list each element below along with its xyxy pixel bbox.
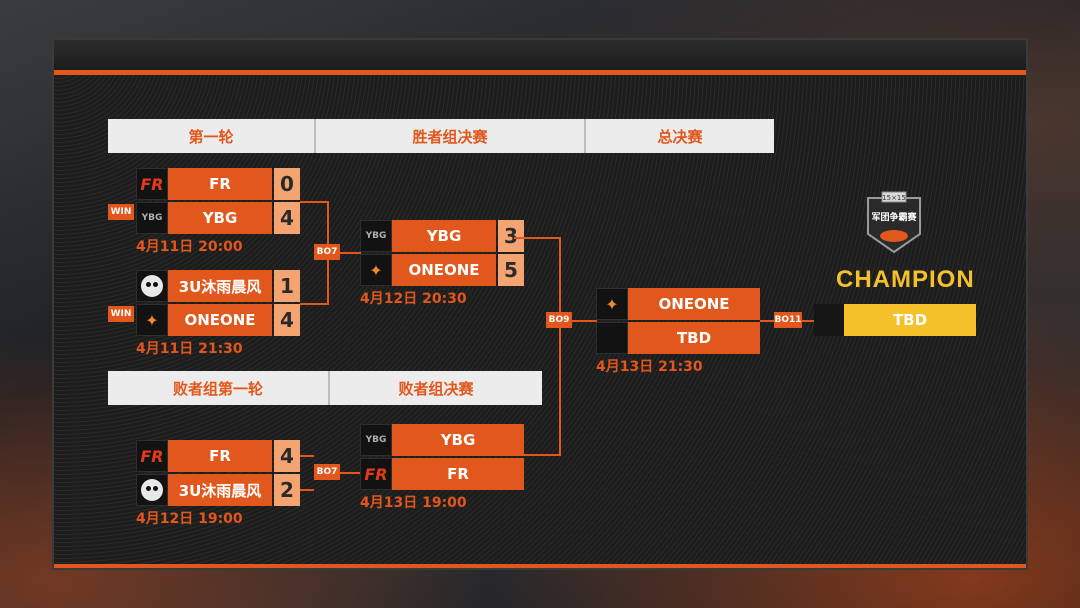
wf-team-a-row[interactable]: YBG YBG 3 [360,220,524,252]
header-grand-final: 总决赛 [586,119,774,153]
team-name: 3U沐雨晨风 [168,474,272,506]
ybg-logo: YBG [360,424,392,456]
match-time: 4月13日 19:00 [360,495,467,511]
badge-top-text: 15×15 [882,194,906,202]
team-name: FR [392,458,524,490]
team-name: ONEONE [392,254,496,286]
lr1-team-b-row[interactable]: 3U沐雨晨风 2 [136,474,300,506]
ybg-logo: YBG [360,220,392,252]
r1m1-team-b-row[interactable]: YBG YBG 4 [136,202,300,234]
bo7-badge: BO7 [314,244,340,260]
empty-logo [596,322,628,354]
match-time: 4月12日 19:00 [136,511,243,527]
fr-logo: FR [360,458,392,490]
team-name: ONEONE [168,304,272,336]
fr-logo: FR [136,168,168,200]
team-name: ONEONE [628,288,760,320]
r1m2-team-a-row[interactable]: 3U沐雨晨风 1 [136,270,300,302]
team-score: 0 [274,168,300,200]
header-losers-final: 败者组决赛 [330,371,542,405]
match-time: 4月11日 21:30 [136,341,243,357]
flame-logo: ✦ [136,304,168,336]
r1m2-team-b-row[interactable]: ✦ ONEONE 4 [136,304,300,336]
team-name: YBG [392,424,524,456]
fr-logo: FR [136,440,168,472]
header-round1: 第一轮 [108,119,316,153]
header-losers-round1: 败者组第一轮 [108,371,330,405]
connector-line [559,320,597,322]
badge-text: 军团争霸赛 [871,211,917,223]
connector-line [524,454,560,456]
team-score: 5 [498,254,524,286]
connector-line [514,237,560,239]
team-score: 4 [274,304,300,336]
team-name: YBG [168,202,272,234]
gf-team-a-row[interactable]: ✦ ONEONE [596,288,760,320]
flame-logo: ✦ [360,254,392,286]
panda-logo [136,474,168,506]
champion-team: TBD [844,304,976,336]
ybg-logo: YBG [136,202,168,234]
match-time: 4月11日 20:00 [136,239,243,255]
wf-team-b-row[interactable]: ✦ ONEONE 5 [360,254,524,286]
match-time: 4月13日 21:30 [596,359,703,375]
header-winners-final: 胜者组决赛 [316,119,586,153]
bo7-badge: BO7 [314,464,340,480]
top-bar [54,40,1026,74]
flame-logo: ✦ [596,288,628,320]
team-score: 2 [274,474,300,506]
champion-row[interactable]: TBD [814,304,976,336]
team-score: 3 [498,220,524,252]
team-score: 4 [274,202,300,234]
connector-line [300,455,314,457]
panda-logo [136,270,168,302]
team-name: 3U沐雨晨风 [168,270,272,302]
r1m1-team-a-row[interactable]: FR FR 0 [136,168,300,200]
top-accent-line [54,70,1026,75]
connector-line [300,201,328,203]
bo9-badge: BO9 [546,312,572,328]
team-score: 1 [274,270,300,302]
tournament-badge-icon: 15×15 军团争霸赛 [867,191,921,254]
connector-line [559,237,561,456]
bo11-badge: BO11 [774,312,802,328]
lf-team-a-row[interactable]: YBG YBG [360,424,524,456]
win-badge: WIN [108,204,134,220]
champion-logo-slot [814,304,844,336]
lf-team-b-row[interactable]: FR FR [360,458,524,490]
team-name: TBD [628,322,760,354]
team-name: FR [168,168,272,200]
match-time: 4月12日 20:30 [360,291,467,307]
connector-line [327,252,361,254]
gf-team-b-row[interactable]: TBD [596,322,760,354]
team-name: FR [168,440,272,472]
connector-line [300,489,314,491]
team-name: YBG [392,220,496,252]
connector-line [300,303,328,305]
champion-title: CHAMPION [836,266,975,293]
bottom-accent-line [54,564,1026,568]
connector-line [340,472,362,474]
team-score: 4 [274,440,300,472]
win-badge: WIN [108,306,134,322]
lr1-team-a-row[interactable]: FR FR 4 [136,440,300,472]
